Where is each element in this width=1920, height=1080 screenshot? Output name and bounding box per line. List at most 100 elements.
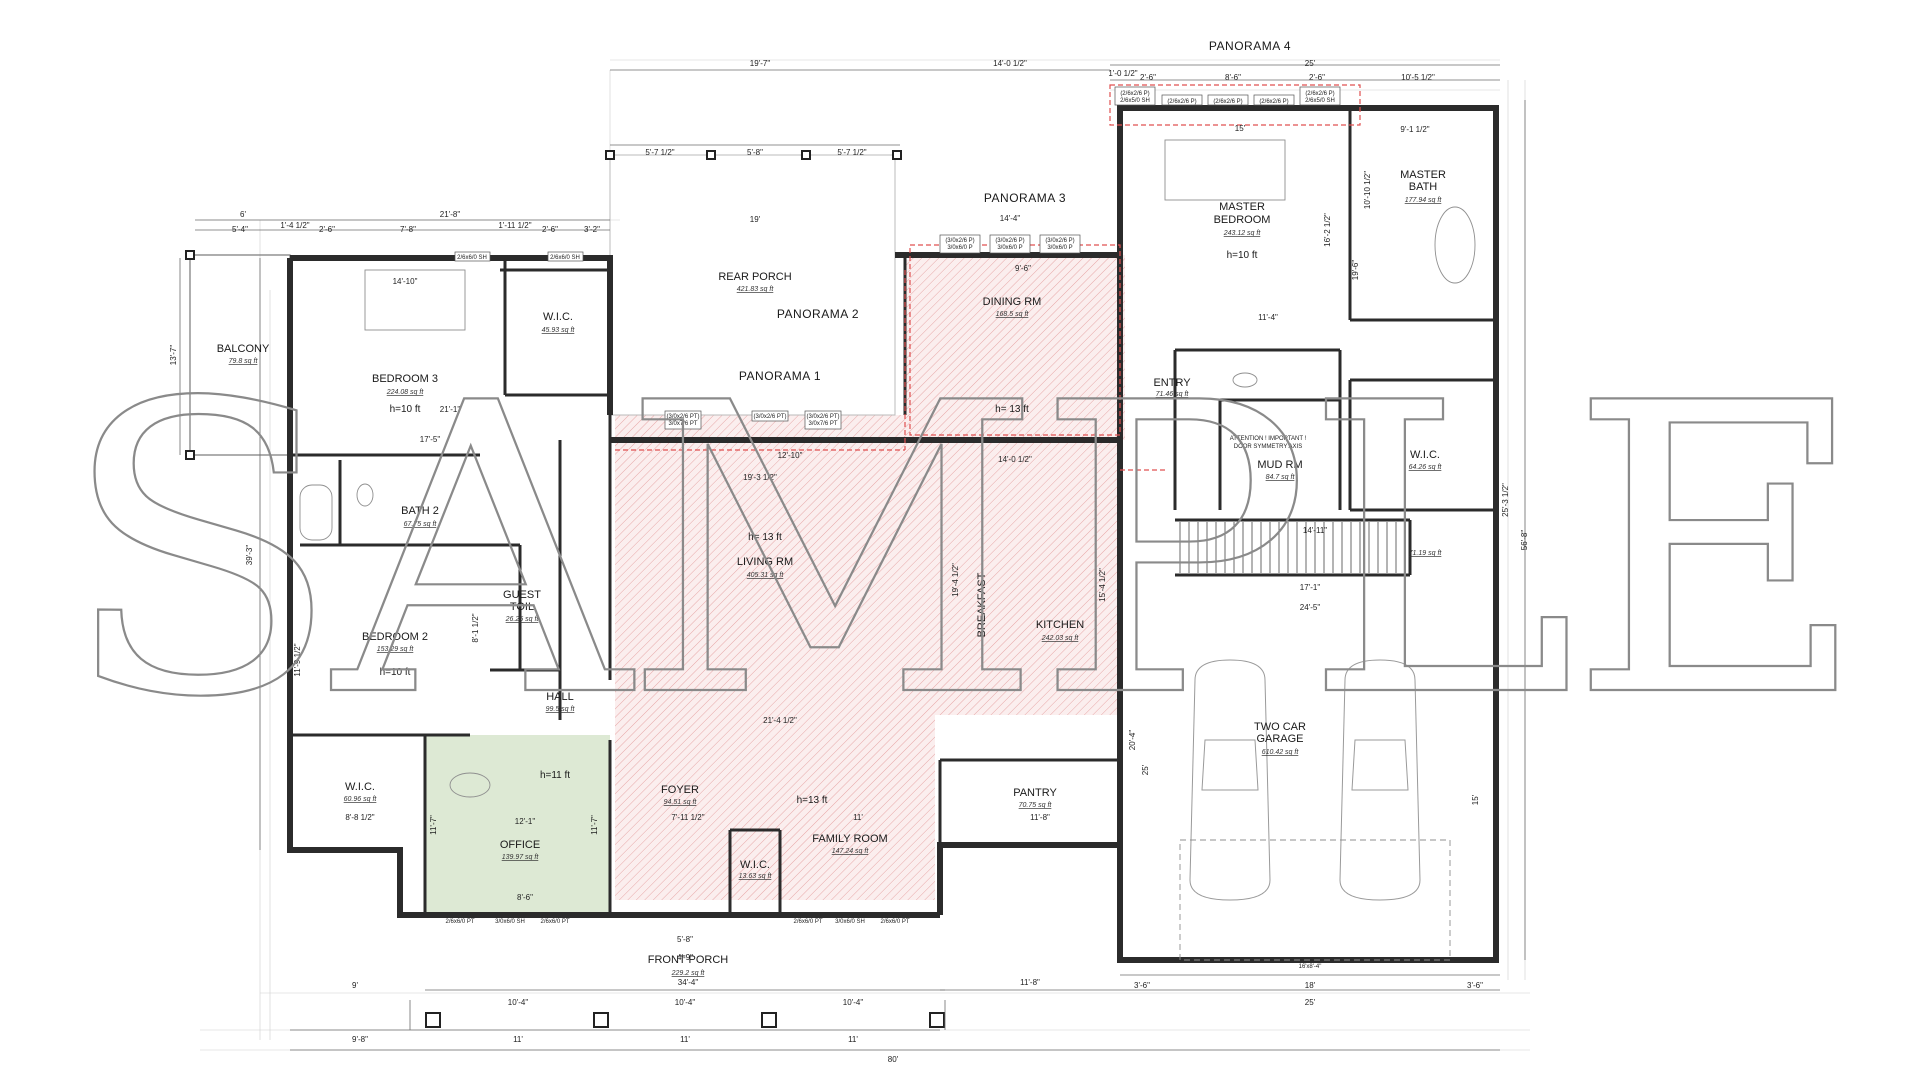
bedroom2-area: 153.29 sq ft [377,646,415,653]
window-tag-dining-1: (3/0x2/6 P)3/0x6/0 P [945,238,974,251]
dim-bottom-1: 9' [352,981,358,990]
dim-top-2: 14'-0 1/2" [993,59,1027,68]
front-porch-posts [409,989,946,1030]
guest-toil-name-2: TOIL [510,601,534,613]
window-tag-top-1: 2/6x6/0 SH [457,255,487,261]
wic-master-area: 64.26 sq ft [1409,464,1443,471]
dim-11-9: 11'-9 1/2" [293,643,302,676]
dim-12-10: 12'-10" [778,451,803,460]
window-tag-dining-3: (3/0x2/6 P)3/0x6/0 P [1045,238,1074,251]
dim-bottom-3: 11'-8" [1020,978,1040,987]
living-area: 405.31 sq ft [747,572,785,579]
office-name: OFFICE [500,839,540,851]
window-tag-front-5: 3/0x6/0 SH [835,919,865,925]
dimension-texts: 19'-7" 14'-0 1/2" 25' 1'-0 1/2" 2'-6" 8'… [169,59,1529,1064]
wic-small-area: 13.63 sq ft [739,873,773,880]
dim-25-3: 25'-3 1/2" [1501,483,1510,517]
window-tag-rear-3: (3/0x2/6 PT)3/0x7/6 PT [806,414,839,427]
dim-porch-2: 5'-8" [747,148,763,157]
foyer-area: 94.51 sq ft [664,799,698,806]
master-bedroom-height: h=10 ft [1227,250,1258,261]
garage-door-note: 16'x8'-4" [1299,964,1322,970]
stair-area: 71.19 sq ft [1409,550,1443,557]
room-labels: REAR PORCH 421.83 sq ft DINING RM 168.5 … [217,169,1446,977]
rear-porch-area: 421.83 sq ft [737,286,775,293]
dim-13-7: 13'-7" [169,345,178,366]
dim-4-9: 4'-9" [677,953,693,962]
pantry-name: PANTRY [1013,787,1057,799]
dining-name: DINING RM [983,296,1042,308]
dim-25: 25' [1141,764,1150,775]
panorama-1-label: PANORAMA 1 [739,369,821,383]
dim-front-2: 10'-4" [675,998,696,1007]
dim-15v: 15' [1471,794,1480,805]
dim-top-4: 1'-0 1/2" [1108,69,1137,78]
dim-bottom-12: 3'-6" [1467,981,1483,990]
dim-bottom-6: 11' [680,1035,690,1044]
guest-toil-name-1: GUEST [503,589,541,601]
family-name: FAMILY ROOM [812,833,887,845]
dim-11-4: 11'-4" [1258,313,1278,322]
office-fill [425,735,610,915]
breakfast-name: BREAKFAST [976,572,988,637]
hall-area: 99.5 sq ft [546,706,576,713]
bath2-area: 67.75 sq ft [404,521,438,528]
office-height: h=11 ft [540,770,570,781]
foyer-name: FOYER [661,784,699,796]
watermark: SAMPLE [60,320,1860,785]
dim-bottom-9: 25' [1305,998,1316,1007]
dim-left-1: 6' [240,210,246,219]
garage-area: 610.42 sq ft [1262,749,1300,756]
dim-20-4: 20'-4" [1128,730,1137,751]
panorama-4-label: PANORAMA 4 [1209,39,1291,53]
dim-porch-4: 19' [750,215,761,224]
dim-porch-1: 5'-7 1/2" [645,148,674,157]
dim-bottom-8: 80' [888,1055,899,1064]
bedroom3-area: 224.08 sq ft [386,389,425,396]
dining-area: 168.5 sq ft [996,311,1030,318]
window-tag-dining-2: (3/0x2/6 P)3/0x6/0 P [995,238,1024,251]
living-height: h= 13 ft [748,532,782,543]
pantry-area: 70.75 sq ft [1019,802,1053,809]
garage-cars [1179,659,1451,961]
dim-14-0: 14'-0 1/2" [998,455,1032,464]
window-tag-master-4: (2/6x2/6 P) [1259,99,1288,105]
dim-19-6: 19'-6" [1351,260,1360,281]
master-bath-name-1: MASTER [1400,169,1446,181]
dim-14-4: 14'-4" [1000,214,1021,223]
dim-12-1: 12'-1" [515,817,536,826]
window-tag-master-3: (2/6x2/6 P) [1213,99,1242,105]
dim-bottom-7: 11' [848,1035,858,1044]
dim-17-5: 17'-5" [420,435,441,444]
dim-8-1: 8'-1 1/2" [471,613,480,642]
dim-39-3: 39'-3" [245,545,254,566]
dim-17-1: 17'-1" [1300,583,1321,592]
dim-56-8: 56'-8" [1520,530,1529,551]
dim-left-7: 1'-11 1/2" [498,221,531,230]
kitchen-area: 242.03 sq ft [1041,635,1080,642]
dim-top-8: 10'-5 1/2" [1401,73,1435,82]
wic-master-name: W.I.C. [1410,449,1440,461]
dim-21-1: 21'-1" [440,405,461,414]
dim-10-10: 10'-10 1/2" [1363,171,1372,209]
window-tag-rear-1: (3/0x2/6 PT)3/0x7/6 PT [666,414,699,427]
dim-top-1: 19'-7" [750,59,771,68]
window-tag-front-6: 2/6x6/0 PT [880,919,909,925]
window-tag-front-1: 2/6x6/0 PT [445,919,474,925]
dim-front-1: 10'-4" [508,998,529,1007]
window-tag-master-5: (2/6x2/6 P)2/6x5/0 SH [1305,91,1335,104]
wic-left-area: 60.96 sq ft [344,796,378,803]
dim-19-4: 19'-4 1/2" [951,563,960,597]
dim-11-7-a: 11'-7" [429,815,438,835]
garage-name-2: GARAGE [1256,733,1303,745]
family-area: 147.24 sq ft [832,848,870,855]
master-bedroom-name-1: MASTER [1219,201,1265,213]
dim-left-4: 1'-4 1/2" [280,221,309,230]
balcony-name: BALCONY [217,343,270,355]
dim-11: 11' [853,813,863,822]
dim-16-2: 16'-2 1/2" [1323,213,1332,247]
window-tag-master-2: (2/6x2/6 P) [1167,99,1196,105]
dim-top-3: 25' [1305,59,1316,68]
family-height: h=13 ft [797,795,828,806]
